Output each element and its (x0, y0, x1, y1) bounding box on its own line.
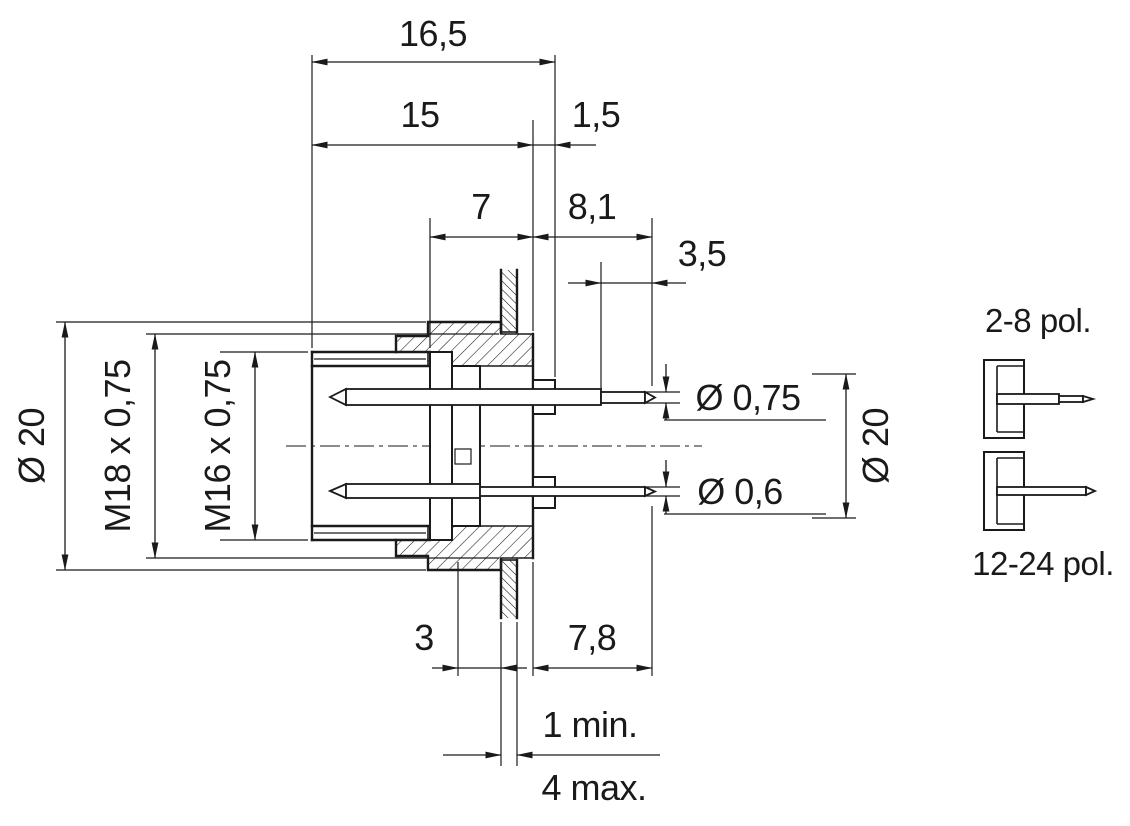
lower-pin (327, 482, 658, 500)
variant-2-8-pin-tip-section (1058, 395, 1084, 403)
upper-pin (327, 387, 657, 407)
dim-flange-diameter-left-label: Ø 20 (11, 408, 52, 484)
variant-12-24-pin-point (1085, 485, 1098, 497)
front-shell (310, 350, 432, 542)
dim-insert-depth: 7 (429, 186, 534, 348)
dim-pin-tip-length: 3,5 (568, 233, 727, 390)
dim-flange-diameter-left: Ø 20 (11, 321, 426, 571)
dim-pin-tip-length-label: 3,5 (678, 233, 727, 274)
dim-pin-rear-length: 7,8 (532, 506, 653, 676)
variant-2-8-pin-shaft (996, 393, 1060, 405)
dim-pin-diameter-small: Ø 0,6 (646, 460, 826, 515)
dim-panel-min-label: 1 min. (542, 704, 637, 745)
dim-overall-length: 16,5 (311, 13, 556, 377)
dim-front-thread: M16 x 0,75 (197, 351, 308, 541)
dim-rear-thread: M18 x 0,75 (97, 333, 499, 559)
dim-pin-tip-diameter: Ø 0,75 (646, 364, 826, 421)
variant-12-24-pol-label: 12-24 pol. (972, 545, 1114, 582)
dim-insert-depth-label: 7 (471, 186, 491, 227)
variant-12-24-pol: 12-24 pol. (972, 451, 1114, 582)
dim-front-length-label: 15 (400, 94, 439, 135)
dim-front-length: 15 (311, 94, 534, 331)
mounting-panel (499, 268, 519, 620)
contact-insert (429, 351, 481, 541)
main-cross-section (286, 268, 702, 620)
dim-rear-thread-label: M18 x 0,75 (97, 359, 138, 532)
dim-panel-max-label: 4 max. (541, 767, 646, 808)
dim-thread-length: 3 (414, 562, 527, 676)
dim-pin-length: 8,1 (532, 186, 653, 386)
dim-front-thread-label: M16 x 0,75 (197, 359, 238, 532)
variant-2-8-pol: 2-8 pol. (983, 302, 1097, 439)
variant-12-24-pin-shaft (996, 486, 1087, 496)
dim-pin-rear-length-label: 7,8 (568, 617, 617, 658)
dim-pin-diameter-small-label: Ø 0,6 (697, 471, 783, 512)
dim-rear-offset: 1,5 (533, 94, 621, 149)
dim-flange-diameter-right: Ø 20 (812, 373, 896, 519)
dim-panel-thickness: 1 min. 4 max. (443, 622, 660, 808)
dim-pin-tip-diameter-label: Ø 0,75 (695, 377, 800, 418)
variant-2-8-pol-label: 2-8 pol. (985, 302, 1091, 339)
dim-flange-diameter-right-label: Ø 20 (855, 408, 896, 484)
dim-pin-length-label: 8,1 (568, 186, 617, 227)
dim-overall-length-label: 16,5 (399, 13, 467, 54)
dim-rear-offset-label: 1,5 (572, 94, 621, 135)
dim-thread-length-label: 3 (414, 617, 434, 658)
variant-2-8-pin-point (1082, 394, 1097, 404)
